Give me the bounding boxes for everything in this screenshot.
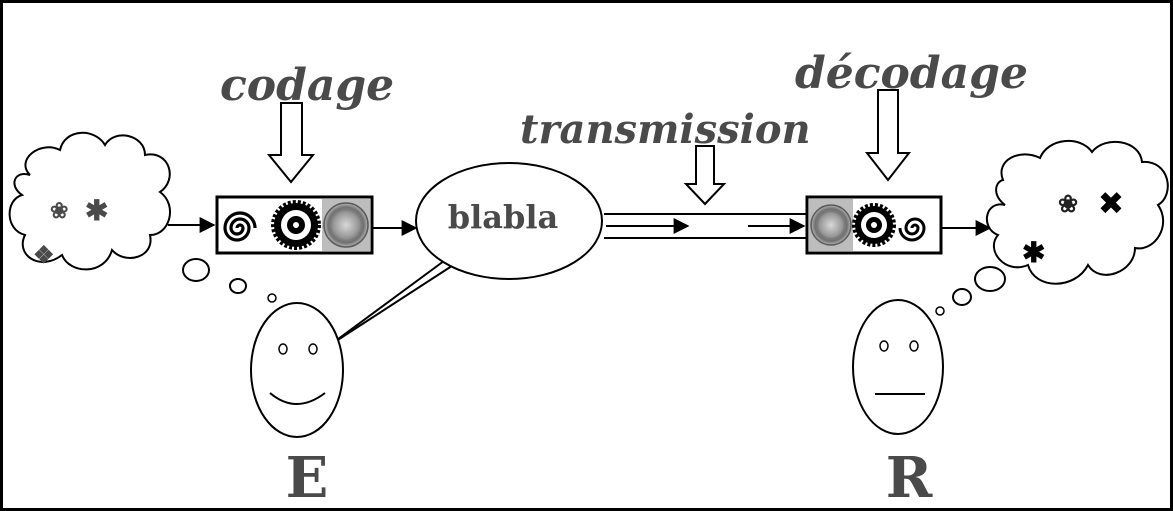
thought-bubble-large — [974, 266, 1006, 292]
thought-bubble-medium — [229, 278, 247, 294]
asterisk-symbol: ✱ — [85, 194, 108, 227]
thought-bubble-large — [182, 258, 210, 282]
decoding-label: décodage — [795, 48, 1028, 99]
diamond-symbol: ❖ — [33, 240, 55, 269]
encoding-label: codage — [220, 60, 394, 111]
asterisk-symbol: ✱ — [1022, 236, 1045, 269]
encoding-arrow — [266, 102, 316, 184]
thought-bubble-small — [267, 293, 277, 303]
speech-text: blabla — [448, 198, 559, 236]
lens-icon — [322, 199, 370, 251]
transmission-label: transmission — [520, 106, 811, 153]
thought-bubble-medium — [952, 288, 972, 306]
decoder-box — [805, 195, 943, 255]
sender-face — [250, 302, 344, 438]
speech-bubble: blabla — [329, 162, 603, 346]
receiver-thought-cloud: ❀ ✚ ✱ — [985, 139, 1169, 285]
encoder-box — [215, 195, 374, 255]
transmission-arrow — [683, 145, 727, 206]
transmission-channel — [604, 213, 806, 239]
thought-bubble-small — [935, 306, 945, 316]
spiral-icon — [223, 211, 257, 242]
gear-icon — [271, 200, 321, 250]
spiral-icon — [898, 217, 926, 242]
lens-icon — [809, 199, 853, 251]
sender-thought-cloud: ❀ ✱ ❖ — [8, 131, 171, 271]
sender-label: E — [286, 445, 329, 511]
receiver-face — [852, 299, 944, 435]
receiver-label: R — [886, 445, 933, 511]
flower-symbol: ❀ — [50, 198, 68, 224]
flower-symbol: ❀ — [1058, 189, 1078, 218]
decoding-arrow — [864, 89, 912, 182]
gear-icon — [852, 203, 896, 247]
